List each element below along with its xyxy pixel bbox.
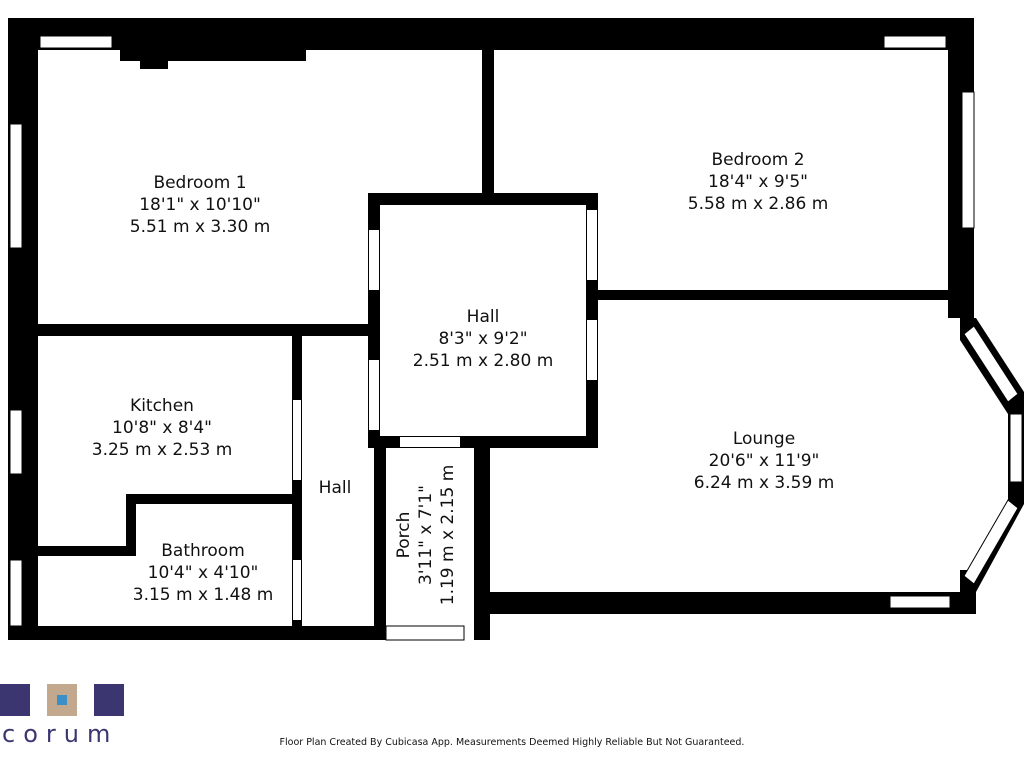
door-openings (293, 210, 597, 620)
room-label-bathroom: Bathroom 10'4" x 4'10" 3.15 m x 1.48 m (113, 540, 293, 606)
room-label-porch: Porch 3'11" x 7'1" 1.19 m x 2.15 m (393, 445, 459, 625)
room-imperial-size: 3'11" x 7'1" (416, 485, 436, 585)
room-imperial-size: 20'6" x 11'9" (708, 451, 820, 471)
room-name: Porch (394, 511, 414, 559)
room-imperial-size: 8'3" x 9'2" (438, 329, 528, 349)
room-name: Hall (318, 478, 352, 498)
room-metric-size: 1.19 m x 2.15 m (438, 464, 458, 606)
room-metric-size: 3.25 m x 2.53 m (91, 440, 233, 460)
room-metric-size: 5.51 m x 3.30 m (129, 217, 271, 237)
disclaimer-text: Floor Plan Created By Cubicasa App. Meas… (279, 737, 745, 748)
room-imperial-size: 18'4" x 9'5" (708, 172, 808, 192)
room-name: Hall (466, 307, 500, 327)
corum-logo (0, 684, 140, 764)
room-imperial-size: 10'4" x 4'10" (147, 563, 259, 583)
logo-square-right (94, 684, 124, 716)
room-label-hall: Hall 8'3" x 9'2" 2.51 m x 2.80 m (393, 306, 573, 372)
walls (8, 18, 1024, 640)
floor-plan-diagram (8, 18, 1024, 641)
logo-square-left (0, 684, 30, 716)
logo-square-middle (47, 684, 77, 716)
room-imperial-size: 18'1" x 10'10" (139, 195, 261, 215)
room-metric-size: 3.15 m x 1.48 m (132, 585, 274, 605)
room-name: Bedroom 2 (711, 150, 805, 170)
room-label-lounge: Lounge 20'6" x 11'9" 6.24 m x 3.59 m (664, 428, 864, 494)
room-name: Bedroom 1 (153, 173, 247, 193)
windows (9, 35, 1023, 641)
logo-wordmark: corum (2, 720, 119, 748)
room-name: Bathroom (161, 541, 245, 561)
logo-square-inner (57, 695, 67, 705)
room-imperial-size: 10'8" x 8'4" (112, 418, 212, 438)
room-label-bedroom-1: Bedroom 1 18'1" x 10'10" 5.51 m x 3.30 m (110, 172, 290, 238)
room-label-bedroom-2: Bedroom 2 18'4" x 9'5" 5.58 m x 2.86 m (668, 149, 848, 215)
room-metric-size: 2.51 m x 2.80 m (412, 351, 554, 371)
room-name: Kitchen (130, 396, 194, 416)
room-metric-size: 6.24 m x 3.59 m (693, 473, 835, 493)
room-label-kitchen: Kitchen 10'8" x 8'4" 3.25 m x 2.53 m (72, 395, 252, 461)
room-label-hall-small: Hall (305, 477, 365, 499)
room-metric-size: 5.58 m x 2.86 m (687, 194, 829, 214)
room-name: Lounge (732, 429, 796, 449)
